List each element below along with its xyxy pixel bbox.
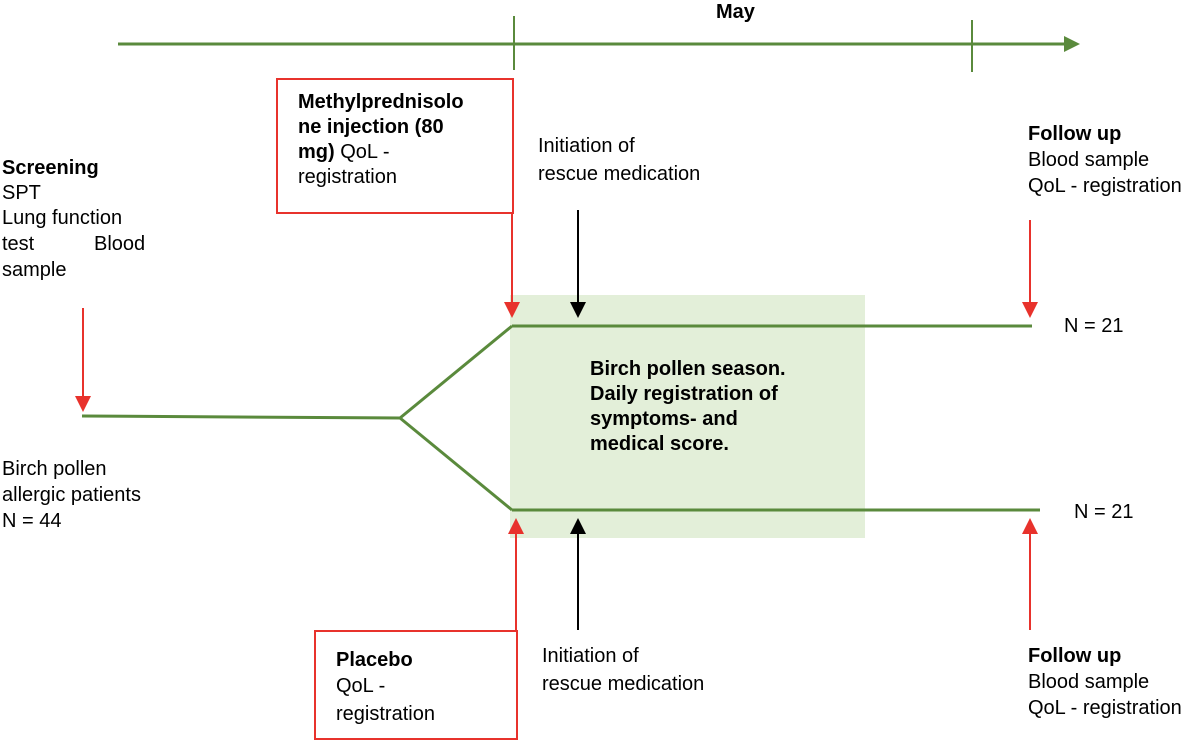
screening-title: Screening xyxy=(2,157,99,179)
treatment-dose: mg) xyxy=(298,141,335,163)
placebo-title: Placebo xyxy=(336,649,413,671)
injection-arrow xyxy=(504,214,520,318)
rescue-top-line-1: Initiation of xyxy=(538,135,635,157)
patients-count: N = 44 xyxy=(2,510,62,532)
followup-top-title: Follow up xyxy=(1028,123,1122,145)
placebo-arrow xyxy=(508,518,524,630)
screening-line-sample: sample xyxy=(2,259,67,281)
treatment-line-2: ne injection (80 xyxy=(298,116,444,138)
treatment-qol: QoL - xyxy=(334,141,390,163)
followup-top-line-3: QoL - registration xyxy=(1028,175,1182,197)
treatment-line-1: Methylprednisolo xyxy=(298,91,464,113)
followup-top-line-2: Blood sample xyxy=(1028,149,1150,171)
n-placebo-label: N = 21 xyxy=(1074,501,1134,523)
treatment-line-4: registration xyxy=(298,166,397,188)
placebo-box: Placebo QoL - registration xyxy=(314,630,518,740)
followup-bottom-line-3: QoL - registration xyxy=(1028,697,1182,719)
season-line-1: Birch pollen season. xyxy=(590,358,786,380)
patients-line-2: allergic patients xyxy=(2,484,141,506)
screening-arrow xyxy=(75,308,91,412)
rescue-bottom-line-2: rescue medication xyxy=(542,673,705,695)
n-treatment-label: N = 21 xyxy=(1064,315,1124,337)
season-description: Birch pollen season. Daily registration … xyxy=(590,357,840,457)
rescue-top-arrow xyxy=(570,210,586,318)
rescue-top-line-2: rescue medication xyxy=(538,163,701,185)
screening-line-blood: Blood xyxy=(94,233,146,255)
season-line-3: symptoms- and xyxy=(590,408,738,430)
branch-up-line xyxy=(399,324,513,420)
rescue-bottom-arrow xyxy=(570,518,586,630)
rescue-bottom-line-1: Initiation of xyxy=(542,645,639,667)
placebo-line-2: QoL - xyxy=(336,675,386,697)
screening-line-test: test xyxy=(2,233,35,255)
patients-line-1: Birch pollen xyxy=(2,458,107,480)
timeline-arrowhead xyxy=(1064,36,1080,52)
season-line-4: medical score. xyxy=(590,433,729,455)
baseline-line xyxy=(81,414,401,420)
branch-down-line xyxy=(399,416,513,512)
treatment-box: Methylprednisolo ne injection (80 mg) Qo… xyxy=(276,78,514,214)
followup-bottom-title: Follow up xyxy=(1028,645,1122,667)
followup-bottom-arrow xyxy=(1022,518,1038,630)
screening-line-lung: Lung function xyxy=(2,207,123,229)
pollen-season-area xyxy=(510,295,865,538)
followup-bottom-line-2: Blood sample xyxy=(1028,671,1150,693)
month-label: May xyxy=(716,1,755,23)
treatment-line-3: mg) QoL - xyxy=(298,140,390,165)
season-line-2: Daily registration of xyxy=(590,383,778,405)
placebo-line-3: registration xyxy=(336,703,435,725)
screening-line-spt: SPT xyxy=(2,182,41,204)
followup-top-arrow xyxy=(1022,220,1038,318)
